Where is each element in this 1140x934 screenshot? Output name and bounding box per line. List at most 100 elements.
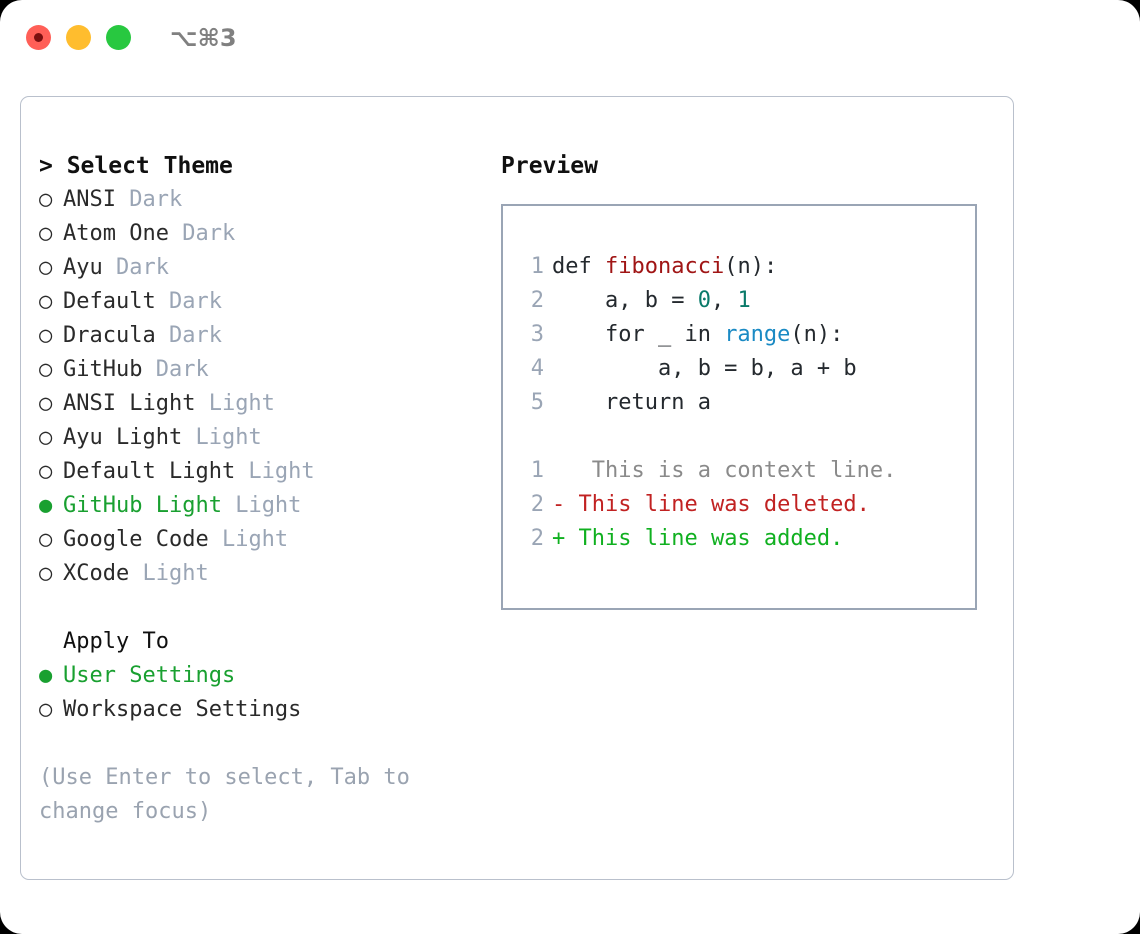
- minimize-button[interactable]: [66, 25, 91, 50]
- code-line: 5 return a: [503, 386, 975, 420]
- keyboard-shortcut-label: ⌥⌘3: [170, 24, 237, 52]
- theme-option-variant: Light: [129, 561, 209, 586]
- line-number: 5: [530, 390, 544, 415]
- theme-option-name: Google Code: [63, 527, 209, 552]
- diff-marker: -: [552, 492, 566, 517]
- code-token-fn: fibonacci: [604, 254, 725, 279]
- theme-option-name: ANSI Light: [63, 391, 196, 416]
- theme-option-dracula[interactable]: ○Dracula Dark: [39, 319, 489, 353]
- theme-option-github[interactable]: ○ GitHub Dark: [39, 353, 489, 387]
- radio-empty-icon: ○: [39, 561, 53, 586]
- code-token-plain: for _ in: [552, 322, 725, 347]
- theme-option-name: XCode: [63, 561, 130, 586]
- code-token-plain: def: [552, 254, 605, 279]
- radio-empty-icon: ○: [39, 697, 53, 722]
- apply-to-option-workspace-settings[interactable]: ○Workspace Settings: [39, 693, 489, 727]
- content-panel: > Select Theme ○ANSI Dark○Atom One Dark○…: [20, 96, 1014, 880]
- theme-option-name: Atom One: [63, 221, 169, 246]
- apply-to-option-name: User Settings: [63, 663, 236, 688]
- list-spacer: [39, 591, 489, 625]
- theme-option-variant: Light: [182, 425, 262, 450]
- diff-marker: [552, 458, 565, 483]
- radio-empty-icon: ○: [39, 459, 53, 484]
- theme-picker-column: > Select Theme ○ANSI Dark○Atom One Dark○…: [39, 149, 489, 829]
- theme-option-default[interactable]: ○ Default Dark: [39, 285, 489, 319]
- select-theme-heading: > Select Theme: [39, 153, 233, 179]
- radio-empty-icon: ○: [39, 527, 53, 552]
- line-number: 2: [530, 288, 544, 313]
- theme-option-xcode[interactable]: ○ XCode Light: [39, 557, 489, 591]
- theme-option-name: Ayu Light: [63, 425, 183, 450]
- theme-option-name: ANSI: [63, 187, 116, 212]
- line-number: 1: [530, 458, 544, 483]
- code-line: 2 a, b = 0, 1: [503, 284, 975, 318]
- diff-line-del: 2- This line was deleted.: [503, 488, 975, 522]
- theme-option-variant: Dark: [155, 289, 222, 314]
- theme-option-ansi-light[interactable]: ○ANSI Light Light: [39, 387, 489, 421]
- diff-sample: 1 This is a context line.2- This line wa…: [503, 454, 975, 556]
- radio-empty-icon: ○: [39, 357, 53, 382]
- theme-option-google-code[interactable]: ○ Google Code Light: [39, 523, 489, 557]
- code-line: 3 for _ in range(n):: [503, 318, 975, 352]
- code-diff-separator: [503, 420, 975, 454]
- theme-option-variant: Dark: [142, 357, 209, 382]
- line-number: 3: [530, 322, 544, 347]
- theme-option-name: Dracula: [63, 323, 156, 348]
- title-bar: ⌥⌘3: [0, 0, 1140, 78]
- diff-text: This line was deleted.: [565, 492, 870, 517]
- code-token-plain: return a: [552, 390, 711, 415]
- theme-option-variant: Light: [208, 527, 289, 552]
- maximize-button[interactable]: [106, 25, 131, 50]
- diff-marker: +: [552, 526, 566, 551]
- code-line: 4 a, b = b, a + b: [503, 352, 975, 386]
- code-token-plain: a, b =: [552, 288, 698, 313]
- radio-empty-icon: ○: [39, 221, 53, 246]
- code-line: 1 def fibonacci(n):: [503, 250, 975, 284]
- theme-option-name: Ayu: [63, 255, 103, 280]
- line-number: 2: [530, 492, 544, 517]
- diff-line-add: 2 + This line was added.: [503, 522, 975, 556]
- theme-option-ansi[interactable]: ○ ANSI Dark: [39, 183, 489, 217]
- theme-option-ayu[interactable]: ○Ayu Dark: [39, 251, 489, 285]
- theme-option-atom-one[interactable]: ○Atom One Dark: [39, 217, 489, 251]
- theme-option-name: Default Light: [63, 459, 236, 484]
- code-token-blue: range: [724, 322, 791, 347]
- theme-option-github-light[interactable]: ●GitHub Light Light: [39, 489, 489, 523]
- radio-empty-icon: ○: [39, 187, 53, 212]
- code-token-plain: ,: [710, 288, 738, 313]
- hint-spacer: [39, 727, 489, 761]
- close-button[interactable]: [26, 25, 51, 50]
- radio-empty-icon: ○: [39, 289, 53, 314]
- line-number: 2: [530, 526, 544, 551]
- line-number: 4: [530, 356, 544, 381]
- theme-option-variant: Dark: [102, 255, 169, 280]
- line-number: 1: [530, 254, 544, 279]
- theme-option-default-light[interactable]: ○Default Light Light: [39, 455, 489, 489]
- code-token-plain: (n):: [724, 254, 778, 279]
- theme-option-variant: Dark: [155, 323, 222, 348]
- theme-option-name: Default: [63, 289, 156, 314]
- code-token-plain: a, b = b, a + b: [552, 356, 857, 381]
- preview-heading: Preview: [501, 153, 598, 179]
- apply-to-option-user-settings[interactable]: ● User Settings: [39, 659, 489, 693]
- theme-option-variant: Light: [221, 493, 302, 518]
- diff-text: This line was added.: [565, 526, 844, 551]
- code-token-plain: (n):: [790, 322, 844, 347]
- traffic-lights: [26, 25, 131, 50]
- diff-text: This is a context line.: [565, 458, 897, 483]
- theme-list[interactable]: ○ANSI Dark○Atom One Dark○Ayu Dark○Defaul…: [39, 183, 489, 591]
- keyboard-hint-text: (Use Enter to select, Tab to change focu…: [39, 765, 410, 824]
- theme-option-name: GitHub: [63, 357, 143, 382]
- code-token-num: 1: [737, 288, 751, 313]
- apply-to-list[interactable]: ● User Settings ○Workspace Settings: [39, 659, 489, 727]
- diff-line-ctx: 1 This is a context line.: [503, 454, 975, 488]
- theme-option-variant: Dark: [115, 187, 183, 212]
- radio-selected-icon: ●: [39, 663, 53, 688]
- radio-empty-icon: ○: [39, 425, 53, 450]
- radio-selected-icon: ●: [39, 493, 53, 518]
- theme-option-ayu-light[interactable]: ○ Ayu Light Light: [39, 421, 489, 455]
